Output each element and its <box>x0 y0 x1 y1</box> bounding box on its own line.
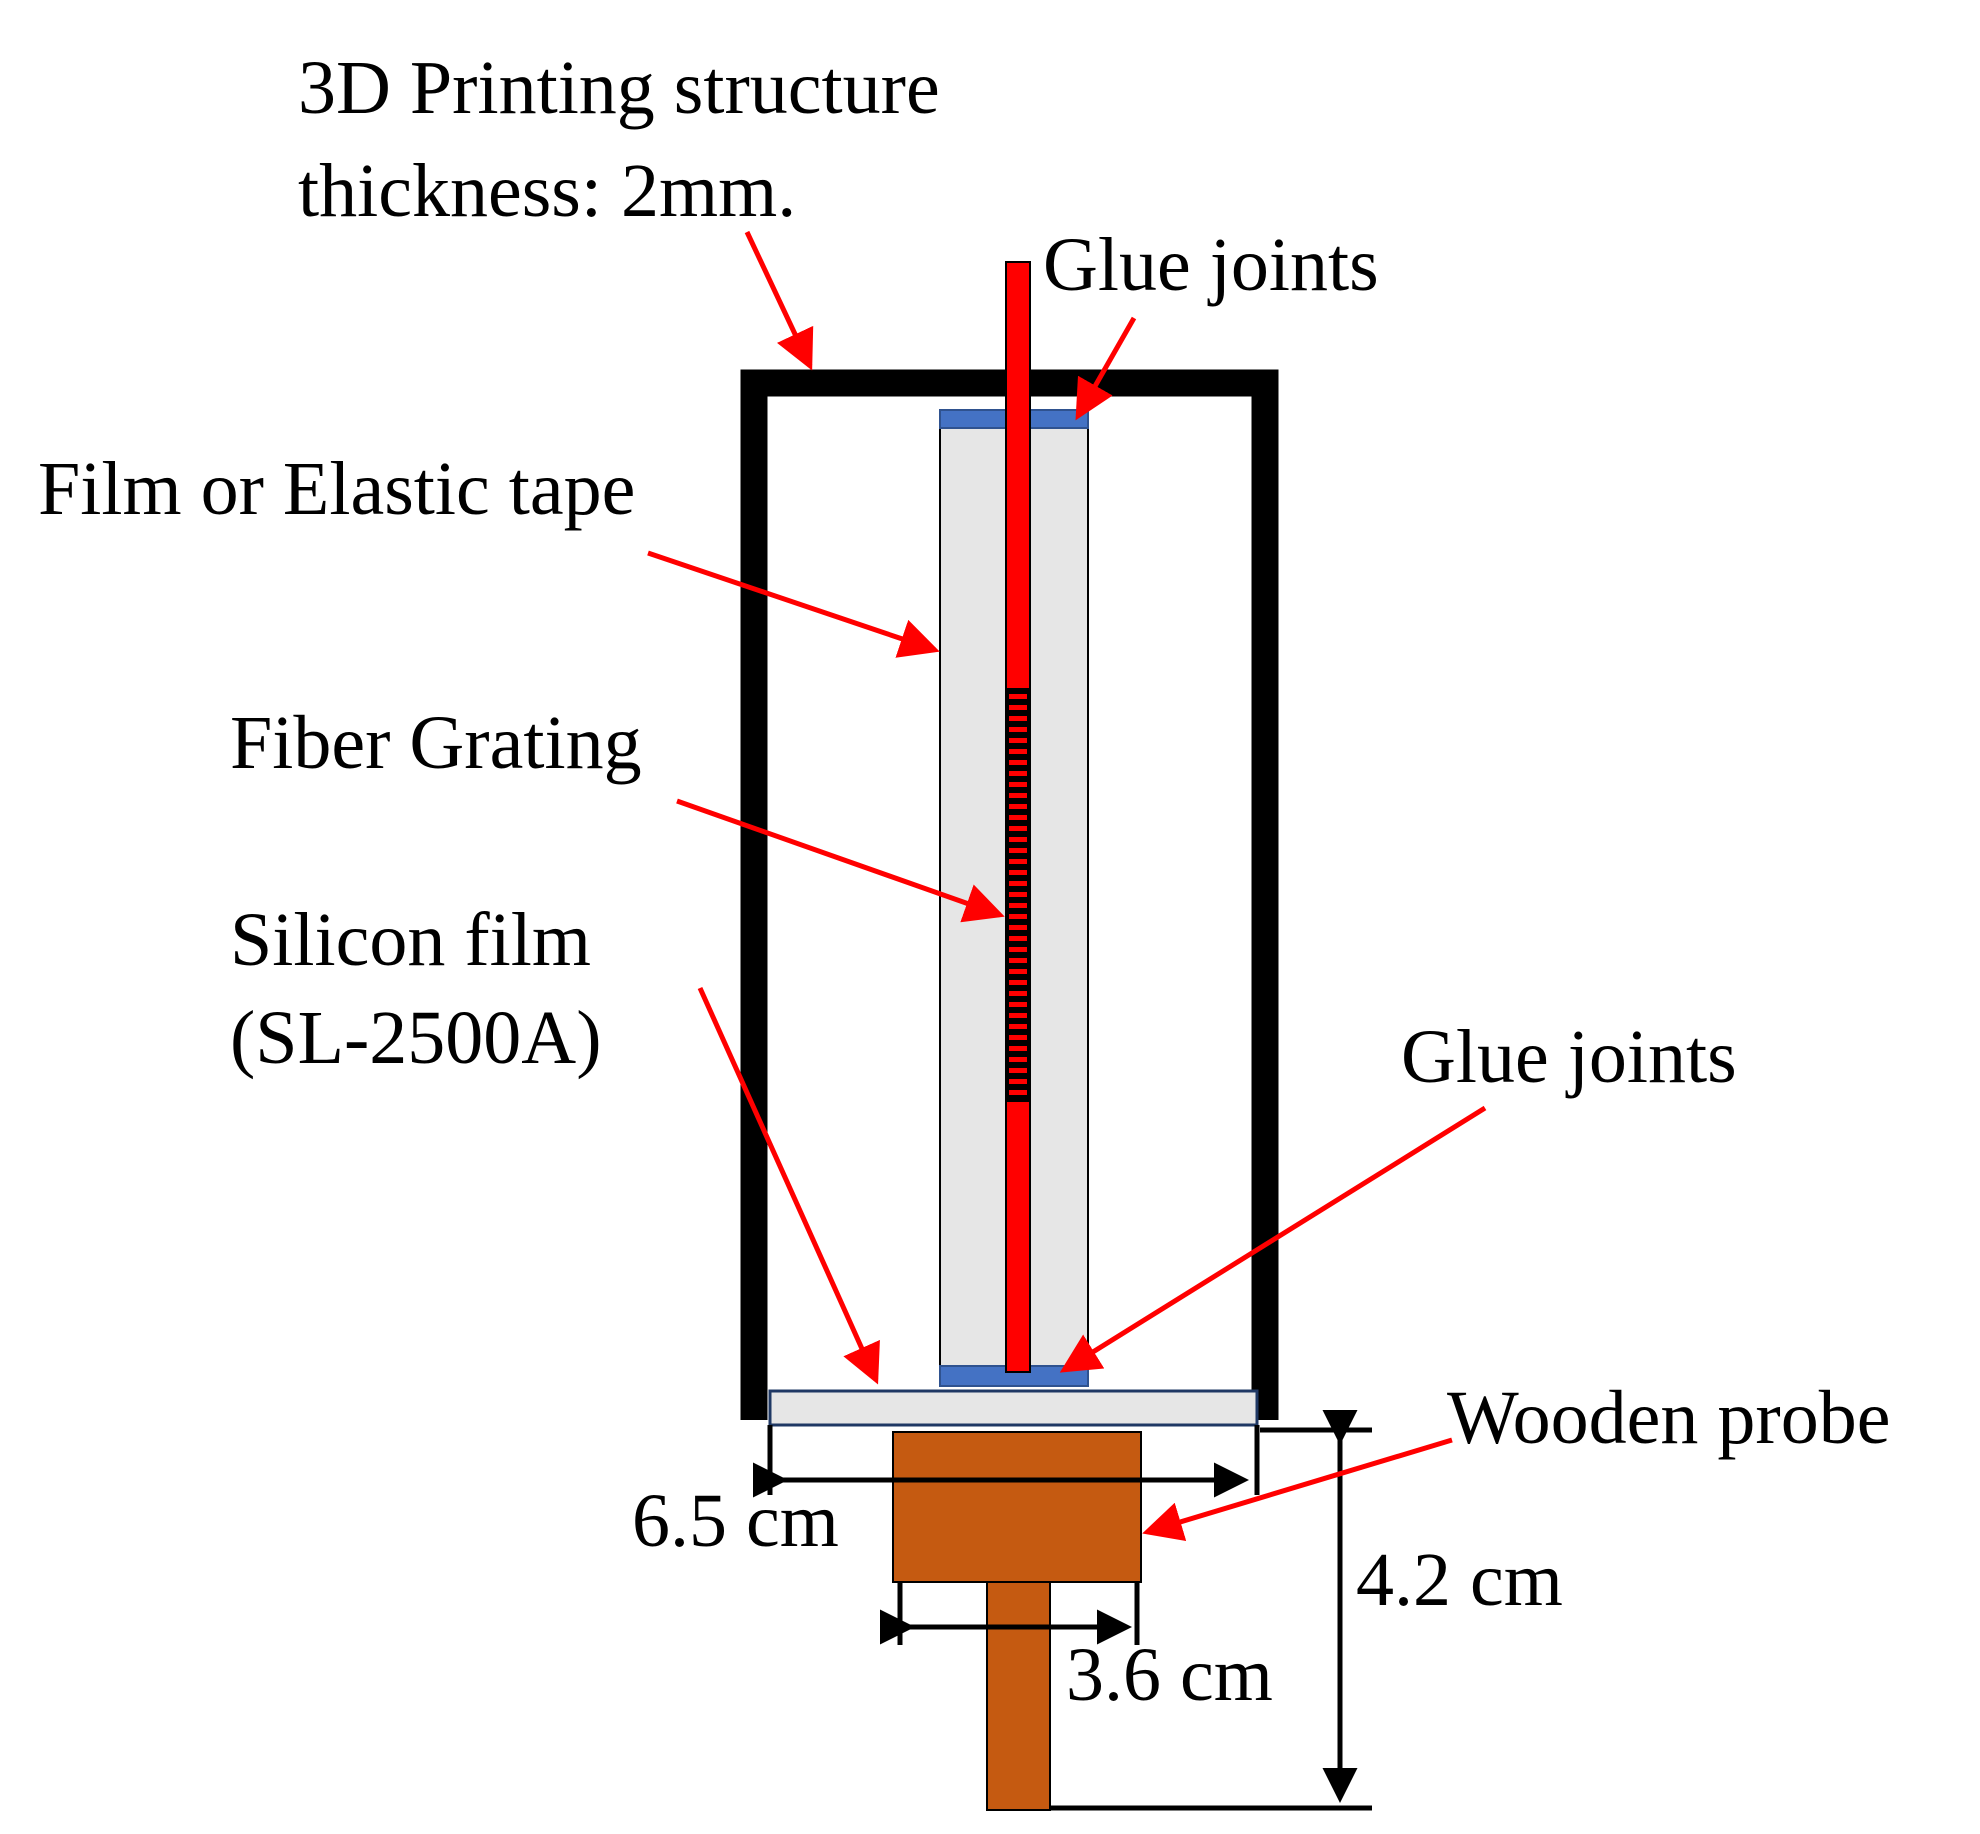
grating-period <box>1009 1068 1027 1073</box>
arrow-glue-bottom <box>1059 1105 1487 1373</box>
grating-period <box>1009 859 1027 864</box>
arrow-film-tape <box>647 550 940 658</box>
grating-period <box>1009 881 1027 886</box>
grating-period <box>1009 804 1027 809</box>
grating-period <box>1009 760 1027 765</box>
grating-period <box>1009 914 1027 919</box>
grating-period <box>1009 903 1027 908</box>
grating-period <box>1009 1057 1027 1062</box>
grating-period <box>1009 1046 1027 1051</box>
label-fiber-grating: Fiber Grating <box>230 701 642 785</box>
grating-period <box>1009 1079 1027 1084</box>
silicon-film <box>768 1389 1259 1427</box>
fiber-grating-marks <box>1006 688 1030 1102</box>
grating-period <box>1009 705 1027 710</box>
grating-period <box>1009 749 1027 754</box>
dimension-probe-width <box>880 1582 1140 1645</box>
label-glue-joints-bottom: Glue joints <box>1401 1015 1737 1099</box>
grating-period <box>1009 925 1027 930</box>
grating-period <box>1009 815 1027 820</box>
arrow-silicon-film <box>697 986 880 1385</box>
grating-period <box>1009 1090 1027 1095</box>
grating-period <box>1009 969 1027 974</box>
arrow-wooden-probe <box>1142 1437 1453 1542</box>
label-film-tape: Film or Elastic tape <box>38 447 635 531</box>
grating-period <box>1009 936 1027 941</box>
label-dimension-width: 6.5 cm <box>632 1479 839 1563</box>
grating-period <box>1009 991 1027 996</box>
arrow-fiber-grating <box>676 798 1005 923</box>
grating-period <box>1009 1024 1027 1029</box>
dimension-height <box>1050 1410 1372 1811</box>
label-silicon-film-line2: (SL-2500A) <box>230 996 602 1080</box>
grating-period <box>1009 1002 1027 1007</box>
grating-period <box>1009 738 1027 743</box>
grating-period <box>1009 837 1027 842</box>
label-dimension-height: 4.2 cm <box>1356 1538 1563 1622</box>
label-wooden-probe: Wooden probe <box>1447 1376 1890 1460</box>
grating-period <box>1009 782 1027 787</box>
grating-period <box>1009 694 1027 699</box>
grating-period <box>1009 716 1027 721</box>
grating-period <box>1009 980 1027 985</box>
grating-period <box>1009 793 1027 798</box>
grating-period <box>1009 826 1027 831</box>
dimension-width <box>753 1425 1260 1498</box>
grating-period <box>1009 892 1027 897</box>
grating-period <box>1009 848 1027 853</box>
label-silicon-film-line1: Silicon film <box>230 898 591 982</box>
arrow-printing-structure <box>744 230 814 371</box>
grating-period <box>1009 947 1027 952</box>
grating-period <box>1009 870 1027 875</box>
wooden-probe-head <box>892 1431 1142 1583</box>
grating-period <box>1009 1013 1027 1018</box>
grating-period <box>1009 1035 1027 1040</box>
grating-period <box>1009 958 1027 963</box>
pointer-arrows <box>647 230 1487 1542</box>
label-printing-structure-line2: thickness: 2mm. <box>298 149 796 233</box>
label-printing-structure-line1: 3D Printing structure <box>298 46 940 130</box>
wooden-probe-stem <box>986 1581 1051 1811</box>
arrow-glue-top <box>1075 316 1137 421</box>
label-glue-joints-top: Glue joints <box>1043 223 1379 307</box>
label-dimension-probe-width: 3.6 cm <box>1066 1633 1273 1717</box>
grating-period <box>1009 771 1027 776</box>
grating-period <box>1009 727 1027 732</box>
